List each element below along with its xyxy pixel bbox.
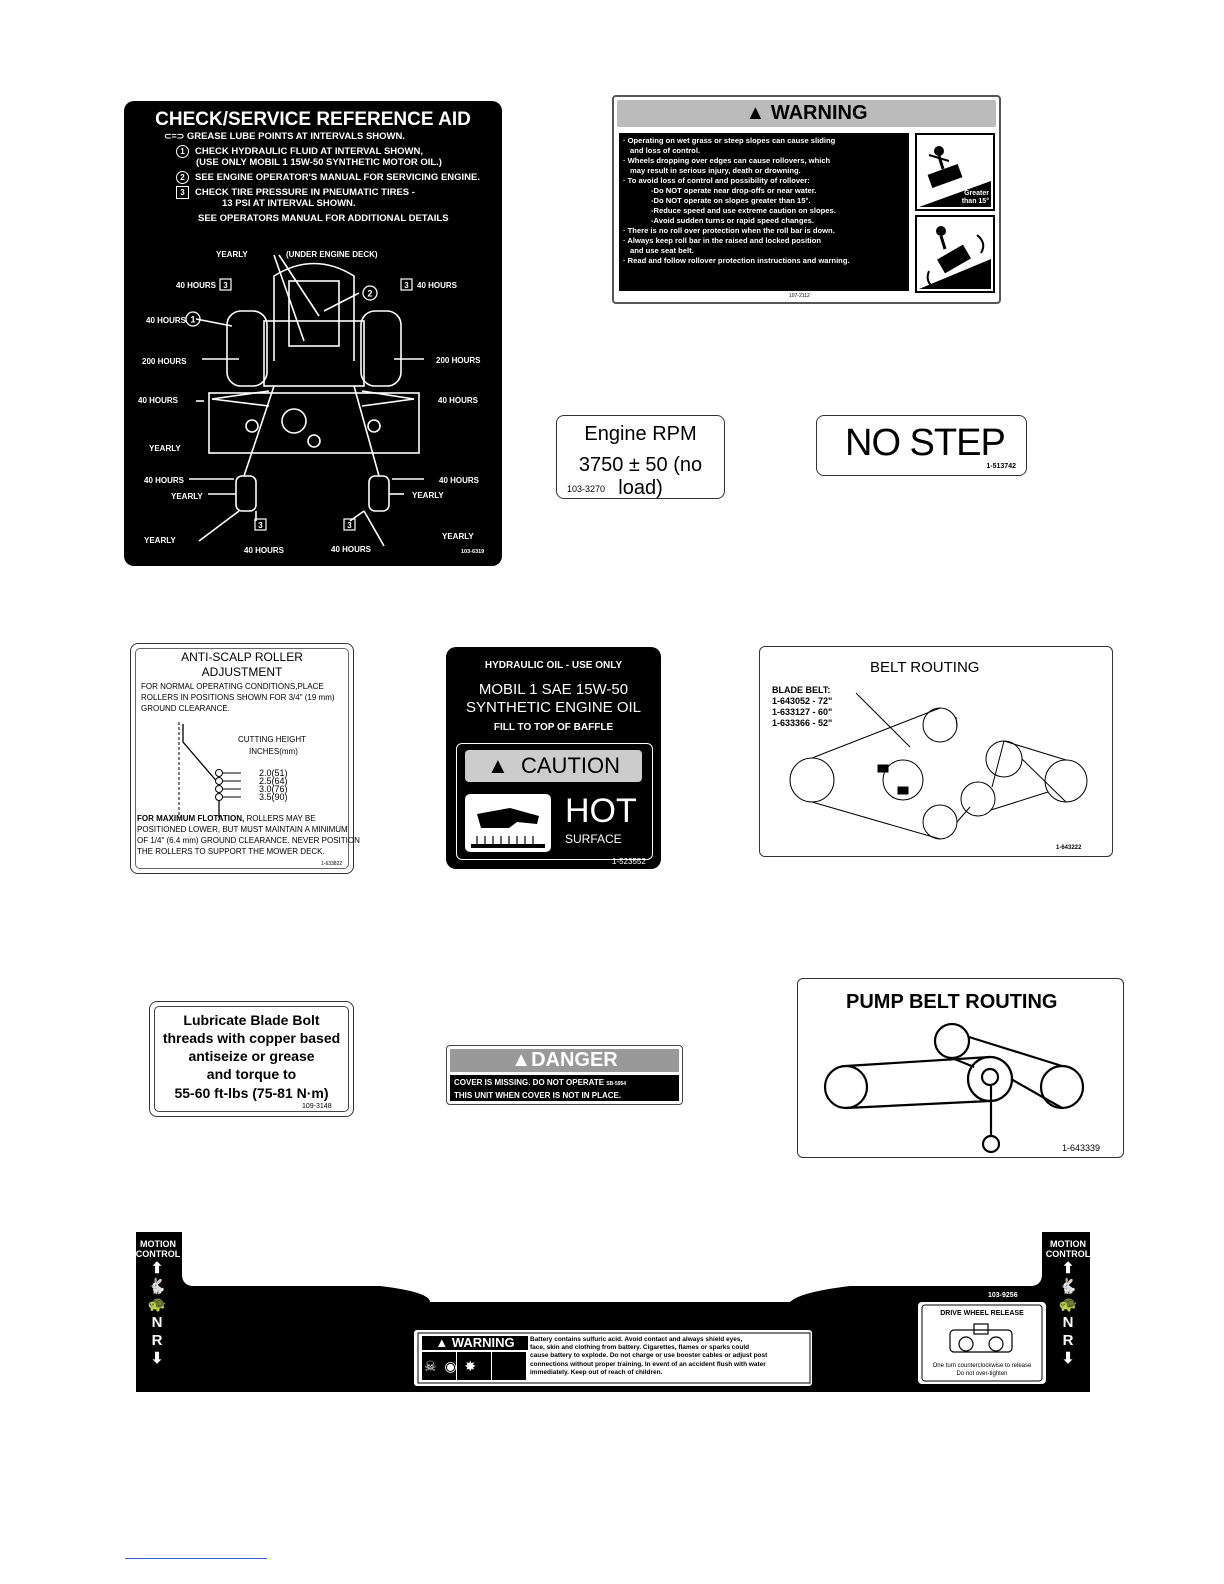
ref-line-engine: SEE ENGINE OPERATOR'S MANUAL FOR SERVICI… bbox=[195, 172, 481, 183]
poison-icon: ☠ bbox=[424, 1358, 437, 1374]
hot-surface-hand-icon bbox=[465, 794, 551, 852]
svg-text:2: 2 bbox=[367, 289, 372, 299]
warning-title: WARNING bbox=[770, 102, 868, 124]
rabbit-icon: 🐇 bbox=[147, 1278, 167, 1295]
pump-belt-diagram bbox=[823, 1022, 1085, 1154]
ref-title: CHECK/SERVICE REFERENCE AID bbox=[155, 109, 471, 130]
svg-text:than 15°: than 15° bbox=[962, 197, 990, 205]
slope-slide-icon: Greater than 15° bbox=[915, 133, 995, 211]
rpm-code: 103-3270 bbox=[567, 484, 606, 494]
rollover-warning-decal: ▲ WARNING · Operating on wet grass or st… bbox=[612, 95, 1001, 304]
surface-text: SURFACE bbox=[565, 832, 622, 846]
hot-text: HOT bbox=[565, 792, 637, 830]
warning-code: 107-2112 bbox=[789, 293, 810, 299]
anti-scalp-decal: ANTI-SCALP ROLLER ADJUSTMENT FOR NORMAL … bbox=[130, 643, 360, 874]
belt-code: 1-643222 bbox=[1056, 845, 1082, 851]
svg-text:Greater: Greater bbox=[964, 190, 989, 197]
warning-triangle-icon: ▲ bbox=[745, 102, 766, 124]
caution-triangle-icon: ▲ bbox=[486, 753, 509, 778]
pump-title: PUMP BELT ROUTING bbox=[846, 991, 1058, 1013]
warning-triangle-icon: ▲ bbox=[435, 1335, 449, 1350]
blade-belt-diagram bbox=[789, 692, 1088, 840]
ref-line-tire: CHECK TIRE PRESSURE IN PNEUMATIC TIRES - bbox=[195, 187, 415, 198]
battery-warning-title: WARNING bbox=[451, 1335, 515, 1350]
arrow-up-icon: ⬆ bbox=[150, 1260, 164, 1277]
arrow-up-icon: ⬆ bbox=[1061, 1260, 1075, 1277]
arrow-down-icon: ⬇ bbox=[150, 1350, 164, 1367]
svg-text:1: 1 bbox=[190, 315, 195, 325]
danger-cover-decal: ▲DANGER COVER IS MISSING. DO NOT OPERATE… bbox=[446, 1045, 683, 1105]
rollover-icon bbox=[915, 215, 995, 293]
ref-line-hydraulic-b: (USE ONLY MOBIL 1 15W-50 SYNTHETIC MOTOR… bbox=[196, 157, 442, 168]
danger-triangle-icon: ▲ bbox=[511, 1049, 532, 1071]
no-step-code: 1-513742 bbox=[986, 463, 1016, 470]
svg-text:3: 3 bbox=[258, 521, 263, 530]
svg-text:3: 3 bbox=[404, 281, 409, 290]
roller-diagram bbox=[178, 722, 241, 818]
pump-belt-routing-decal: PUMP BELT ROUTING 1-643339 bbox=[797, 978, 1124, 1158]
arrow-down-icon: ⬇ bbox=[1061, 1350, 1075, 1367]
belt-title: BELT ROUTING bbox=[870, 659, 980, 676]
battery-warning-text: Battery contains sulfuric acid. Avoid co… bbox=[530, 1336, 768, 1376]
drive-wheel-release-icon bbox=[949, 1323, 1013, 1353]
panel-shape bbox=[136, 1232, 1090, 1392]
scalp-title-2: ADJUSTMENT bbox=[201, 665, 283, 679]
rpm-value: 3750 ± 50 (no load) bbox=[578, 454, 703, 499]
service-reference-decal: CHECK/SERVICE REFERENCE AID ⊂=⊃ GREASE L… bbox=[124, 101, 502, 566]
footnote-rule bbox=[125, 1558, 267, 1559]
svg-text:3: 3 bbox=[223, 281, 228, 290]
ref-line-manual: SEE OPERATORS MANUAL FOR ADDITIONAL DETA… bbox=[198, 213, 449, 224]
turtle-icon: 🐢 bbox=[1058, 1296, 1078, 1313]
eye-protection-icon: ◉ bbox=[444, 1358, 457, 1374]
turtle-icon: 🐢 bbox=[147, 1296, 167, 1313]
engine-rpm-decal: Engine RPM 3750 ± 50 (no load) 103-3270 bbox=[556, 415, 725, 499]
ref-code: 103-6319 bbox=[461, 549, 485, 555]
caution-text: CAUTION bbox=[521, 753, 620, 778]
ref-line-grease: GREASE LUBE POINTS AT INTERVALS SHOWN. bbox=[186, 131, 406, 142]
ref-line-hydraulic: CHECK HYDRAULIC FLUID AT INTERVAL SHOWN, bbox=[195, 146, 423, 157]
warning-text: · Operating on wet grass or steep slopes… bbox=[619, 133, 909, 291]
no-step-text: NO STEP bbox=[845, 422, 1006, 464]
hydraulic-code: 1-523552 bbox=[612, 857, 646, 866]
explosion-icon: ✸ bbox=[464, 1358, 477, 1374]
drive-wheel-release-title: DRIVE WHEEL RELEASE bbox=[940, 1310, 1024, 1317]
rabbit-icon: 🐇 bbox=[1058, 1278, 1078, 1295]
rpm-title: Engine RPM bbox=[584, 423, 697, 445]
pump-code: 1-643339 bbox=[1062, 1143, 1101, 1153]
panel-code: 103-9256 bbox=[988, 1292, 1018, 1299]
scalp-title-1: ANTI-SCALP ROLLER bbox=[181, 650, 303, 664]
belt-routing-decal: BELT ROUTING BLADE BELT: 1-643052 - 72" … bbox=[759, 646, 1113, 857]
ref-line-tire-b: 13 PSI AT INTERVAL SHOWN. bbox=[222, 198, 356, 209]
danger-title: DANGER bbox=[531, 1049, 618, 1071]
lubricate-blade-bolt-decal: Lubricate Blade Bolt threads with copper… bbox=[149, 1001, 354, 1117]
hydraulic-oil-decal: HYDRAULIC OIL - USE ONLY MOBIL 1 SAE 15W… bbox=[446, 647, 661, 869]
svg-text:3: 3 bbox=[347, 521, 352, 530]
mower-diagram: 2 1 3 3 3 3 bbox=[185, 254, 424, 547]
no-step-decal: NO STEP 1-513742 bbox=[816, 415, 1027, 476]
